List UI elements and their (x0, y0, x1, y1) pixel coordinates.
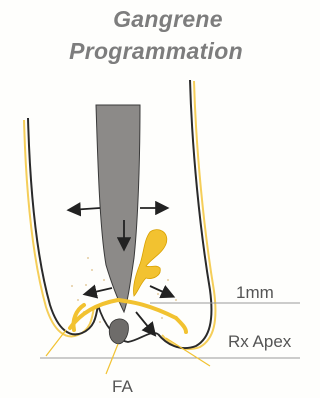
foramen-pellet (109, 319, 128, 344)
label-rx-apex: Rx Apex (228, 332, 292, 351)
label-1mm: 1mm (236, 283, 274, 302)
root-outer-wall-right (162, 81, 215, 349)
label-fa: FA (112, 377, 133, 396)
root-canal-grey (96, 105, 140, 312)
